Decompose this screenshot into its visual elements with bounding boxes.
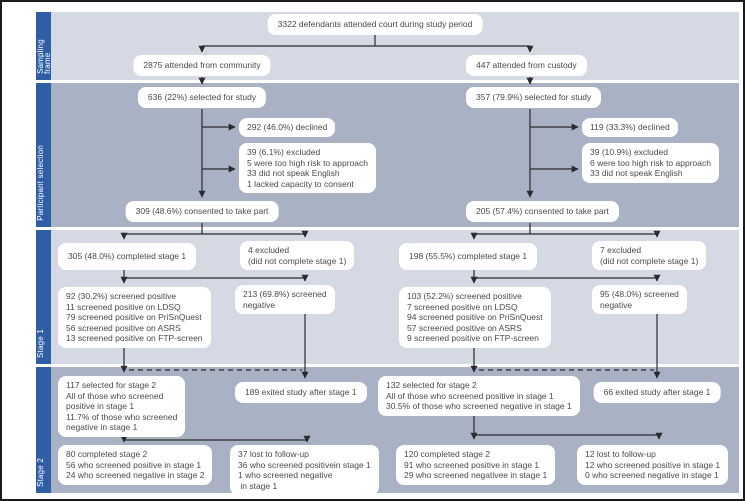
box-completed-stage1-custody: 198 (55.5%) completed stage 1: [399, 243, 538, 270]
box-selected-stage2-custody: 132 selected for stage 2 All of those wh…: [378, 376, 580, 416]
box-line: 39 (6.1%) excluded: [247, 147, 321, 157]
box-line: 56 screened positive on ASRS: [66, 322, 181, 333]
box-line: 33 did not speak English: [247, 168, 340, 178]
box-line: 213 (69.8%) screened: [243, 289, 327, 299]
box-line: positive in stage 1: [66, 401, 135, 411]
box-line: 117 selected for stage 2: [66, 380, 157, 390]
box-line: 80 completed stage 2: [66, 449, 148, 459]
box-line: 24 who screened negative in stage 2: [66, 470, 205, 480]
box-line: 33 did not speak English: [590, 168, 683, 178]
box-completed-stage2-custody: 120 completed stage 2 91 who screened po…: [396, 445, 556, 485]
section-bar-stage-2: Stage 2: [36, 367, 51, 493]
box-screened-positive-custody: 103 (52.2%) screened positive 7 screened…: [399, 287, 551, 348]
box-total-defendants: 3322 defendants attended court during st…: [267, 14, 483, 35]
box-excluded-stage1-community: 4 excluded (did not complete stage 1): [240, 241, 355, 270]
box-line: 9 screened positive on FTP-screen: [407, 333, 539, 343]
box-line: 305 (48.0%) completed stage 1: [68, 251, 187, 261]
box-line: 1 lacked capacity to consent: [247, 178, 354, 189]
box-line: 95 (48.0%) screened: [600, 289, 679, 299]
box-line: 11 screened positive on LDSQ: [66, 301, 181, 312]
box-line: 6 were too high risk to approach: [590, 157, 711, 168]
section-bar-participant-selection: Participant selection: [36, 83, 51, 227]
box-line: 4 excluded: [248, 245, 290, 255]
box-screened-positive-community: 92 (30.2%) screened positive 11 screened…: [58, 287, 211, 348]
box-line: 56 who screened positive in stage 1: [66, 459, 202, 470]
box-excluded-stage1-custody: 7 excluded (did not complete stage 1): [592, 241, 707, 270]
box-line: 13 screened positive on FTP-screen: [66, 333, 203, 343]
box-exited-study-custody: 66 exited study after stage 1: [593, 382, 721, 403]
box-line: 91 who screened positive in stage 1: [404, 459, 540, 470]
box-attended-custody: 447 attended from custody: [466, 55, 587, 76]
box-declined-custody: 119 (33.3%) declined: [582, 118, 678, 137]
box-line: 198 (55.5%) completed stage 1: [409, 251, 528, 261]
box-line: 205 (57.4%) consented to take part: [476, 206, 609, 216]
box-line: negative in stage 1: [66, 422, 138, 432]
box-line: 66 exited study after stage 1: [603, 387, 711, 397]
box-line: All of those who screened: [66, 390, 164, 401]
box-completed-stage2-community: 80 completed stage 2 56 who screened pos…: [58, 445, 213, 485]
box-line: 292 (46.0%) declined: [247, 122, 328, 132]
box-line: 5 were too high risk to approach: [247, 157, 368, 168]
box-lost-followup-custody: 12 lost to follow-up 12 who screened pos…: [577, 445, 729, 485]
box-declined-community: 292 (46.0%) declined: [239, 118, 336, 137]
box-line: 12 lost to follow-up: [585, 449, 656, 459]
box-screened-negative-community: 213 (69.8%) screened negative: [235, 285, 335, 314]
box-line: 1 who screened negative: [238, 470, 333, 480]
box-line: 29 who screened negativee in stage 1: [404, 470, 548, 480]
box-consented-community: 309 (48.6%) consented to take part: [125, 201, 279, 222]
box-line: 36 who screened positivein stage 1: [238, 459, 371, 470]
box-exited-study-community: 189 exited study after stage 1: [235, 382, 367, 403]
box-line: 11.7% of those who screened: [66, 411, 178, 422]
box-line: 30.5% of those who screened negative in …: [386, 401, 572, 411]
box-line: 92 (30.2%) screened positive: [66, 291, 177, 301]
box-selected-custody: 357 (79.9%) selected for study: [466, 87, 602, 108]
box-line: 309 (48.6%) consented to take part: [135, 206, 269, 216]
box-attended-community: 2875 attended from community: [133, 55, 271, 76]
box-line: 0 who screened negative in stage 1: [585, 470, 719, 480]
box-line: 57 screened positive on ASRS: [407, 322, 522, 333]
box-line: 12 who screened positive in stage 1: [585, 459, 721, 470]
box-line: 7 screened positive on LDSQ: [407, 301, 518, 312]
box-line: 7 excluded: [600, 245, 642, 255]
box-excluded-community: 39 (6.1%) excluded 5 were too high risk …: [239, 143, 376, 193]
box-excluded-custody: 39 (10.9%) excluded 6 were too high risk…: [582, 143, 719, 183]
box-lost-followup-community: 37 lost to follow-up 36 who screened pos…: [230, 445, 379, 495]
box-line: 103 (52.2%) screened positive: [407, 291, 522, 301]
box-line: (did not complete stage 1): [600, 255, 699, 266]
box-line: 2875 attended from community: [143, 60, 261, 70]
section-bar-sampling-frame: Sampling frame: [36, 12, 52, 80]
box-line: (did not complete stage 1): [248, 255, 347, 266]
box-consented-custody: 205 (57.4%) consented to take part: [466, 201, 619, 222]
box-line: 3322 defendants attended court during st…: [277, 19, 473, 29]
box-selected-stage2-community: 117 selected for stage 2 All of those wh…: [58, 376, 186, 437]
box-line: 119 (33.3%) declined: [590, 122, 670, 132]
box-line: 37 lost to follow-up: [238, 449, 309, 459]
box-line: 636 (22%) selected for study: [147, 92, 257, 102]
box-selected-community: 636 (22%) selected for study: [137, 87, 267, 108]
box-line: negative: [243, 299, 276, 310]
box-line: 357 (79.9%) selected for study: [476, 92, 592, 102]
box-line: 79 screened positive on PriSnQuest: [66, 312, 202, 322]
box-line: in stage 1: [238, 480, 278, 491]
box-line: 447 attended from custody: [476, 60, 577, 70]
box-line: 189 exited study after stage 1: [245, 387, 357, 397]
box-screened-negative-custody: 95 (48.0%) screened negative: [592, 285, 687, 314]
box-line: 120 completed stage 2: [404, 449, 491, 459]
section-bar-stage-1: Stage 1: [36, 230, 51, 364]
box-line: 132 selected for stage 2: [386, 380, 477, 390]
box-completed-stage1-community: 305 (48.0%) completed stage 1: [58, 243, 197, 270]
box-line: 94 screened positive on PriSnQuest: [407, 312, 543, 322]
box-line: All of those who screened positive in st…: [386, 390, 554, 401]
box-line: negative: [600, 299, 633, 310]
box-line: 39 (10.9%) excluded: [590, 147, 668, 157]
